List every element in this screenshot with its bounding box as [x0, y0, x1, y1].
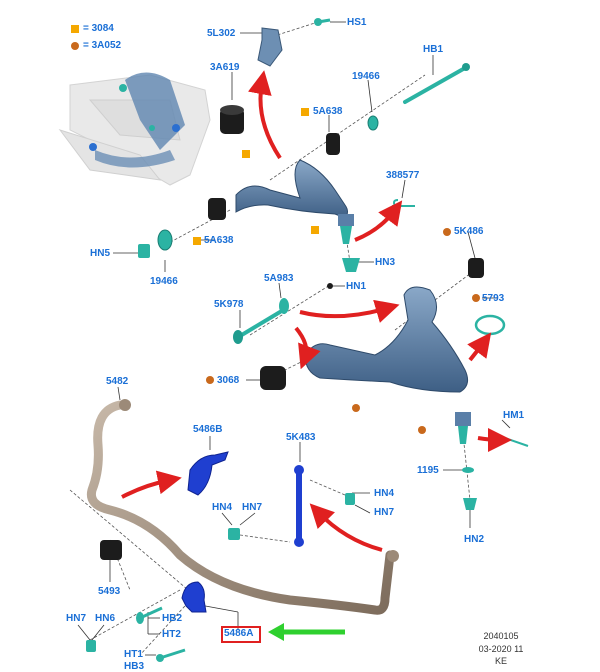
- footer-code: 2040105: [483, 631, 519, 641]
- marker-dot-5k486: [443, 228, 451, 236]
- bushing-5a638-mid: [208, 198, 226, 220]
- nut-hn2: [463, 498, 477, 510]
- label-leaders: [77, 21, 511, 656]
- label-hn5: HN5: [90, 248, 111, 259]
- label-hn2: HN2: [464, 534, 485, 545]
- highlight-box-5486a: [221, 626, 261, 643]
- bushing-3a619: [220, 105, 244, 134]
- label-hb2: HB2: [162, 613, 183, 624]
- label-ht1: HT1: [124, 649, 143, 660]
- marker-square-5a638-mid: [193, 237, 201, 245]
- label-3068: 3068: [217, 375, 240, 386]
- label-5k483: 5K483: [286, 432, 316, 443]
- pin-388577: [392, 199, 415, 207]
- nut-hn1: [327, 283, 333, 289]
- label-hn4-left: HN4: [212, 502, 233, 513]
- bushing-5493: [100, 540, 122, 560]
- link-5k483: [294, 465, 304, 547]
- label-5482: 5482: [106, 376, 129, 387]
- bolts-ht1-hb3: [156, 648, 186, 662]
- label-hn1: HN1: [346, 281, 367, 292]
- legend-square-text: = 3084: [83, 23, 114, 34]
- label-hs1: HS1: [347, 17, 367, 28]
- label-5l302: 5L302: [207, 28, 236, 39]
- label-5793: 5793: [482, 293, 505, 304]
- marker-dot-lower-ball-joint: [418, 426, 426, 434]
- bar-end-top: [119, 399, 131, 411]
- label-hn7-right: HN7: [374, 507, 395, 518]
- marker-square-ball-joint: [311, 226, 319, 234]
- nut-hn4-left: [228, 528, 240, 540]
- stabilizer-bar-5482: [86, 400, 395, 615]
- bushing-5a638-top: [326, 133, 340, 155]
- label-5a983: 5A983: [264, 273, 294, 284]
- bracket-5486a: [181, 581, 207, 613]
- label-hn7-bottom: HN7: [66, 613, 87, 624]
- label-388577: 388577: [386, 170, 420, 181]
- nut-hn5: [138, 244, 150, 258]
- label-3a619: 3A619: [210, 62, 240, 73]
- upper-control-arm: [235, 159, 348, 219]
- legend-square-swatch: [71, 25, 79, 33]
- nut-hn4-right: [345, 493, 355, 505]
- bracket-5l302: [257, 27, 283, 67]
- bolt-hb1: [403, 63, 470, 104]
- nut-hn7-bottom: [86, 640, 96, 652]
- label-5k978: 5K978: [214, 299, 244, 310]
- label-hn7-left: HN7: [242, 502, 263, 513]
- label-hb3: HB3: [124, 661, 145, 672]
- label-hb1: HB1: [423, 44, 444, 55]
- bushing-3068: [260, 366, 286, 390]
- label-19466-mid: 19466: [150, 276, 178, 287]
- legend-dot-swatch: [71, 42, 79, 50]
- marker-dot-3068: [206, 376, 214, 384]
- label-1195: 1195: [417, 465, 439, 476]
- leader-lines: [69, 21, 476, 656]
- label-19466-top: 19466: [352, 71, 380, 82]
- washer-5a983: [279, 298, 289, 314]
- marker-dot-lower-arm: [352, 404, 360, 412]
- label-hn3: HN3: [375, 257, 396, 268]
- lower-ball-joint: [455, 412, 471, 444]
- label-hm1: HM1: [503, 410, 525, 421]
- bar-end-right: [387, 550, 399, 562]
- label-ht2: HT2: [162, 629, 181, 640]
- green-arrow: [268, 623, 345, 641]
- footer-region: KE: [494, 656, 507, 666]
- bracket-5486b: [187, 451, 229, 496]
- upper-arm-in-assembly: [89, 72, 185, 168]
- label-5a638-top: 5A638: [313, 106, 343, 117]
- screw-hs1: [314, 18, 331, 26]
- label-5k486: 5K486: [454, 226, 484, 237]
- bolt-5k978: [233, 310, 282, 344]
- marker-square-arm: [242, 150, 250, 158]
- label-5486a: 5486A: [224, 628, 254, 639]
- upper-ball-joint: [338, 214, 354, 244]
- ring-5793: [474, 314, 506, 336]
- lower-control-arm: [304, 286, 469, 393]
- nut-hn3: [342, 258, 360, 272]
- label-5a638-mid: 5A638: [204, 235, 234, 246]
- washer-19466-mid: [157, 229, 173, 251]
- bolts-hb2-ht2: [136, 606, 163, 624]
- washer-19466-top: [367, 115, 379, 131]
- bushing-5k486: [468, 258, 484, 278]
- label-5486b: 5486B: [193, 424, 223, 435]
- pin-hm1: [504, 437, 529, 447]
- label-hn6: HN6: [95, 613, 116, 624]
- marker-square-5a638-top: [301, 108, 309, 116]
- red-arrows: [121, 70, 512, 552]
- label-hn4-right: HN4: [374, 488, 395, 499]
- washer-1195: [462, 467, 474, 473]
- footer-date: 03-2020 11: [478, 644, 524, 654]
- label-5493: 5493: [98, 586, 121, 597]
- legend-dot-text: = 3A052: [83, 40, 122, 51]
- marker-dot-5793: [472, 294, 480, 302]
